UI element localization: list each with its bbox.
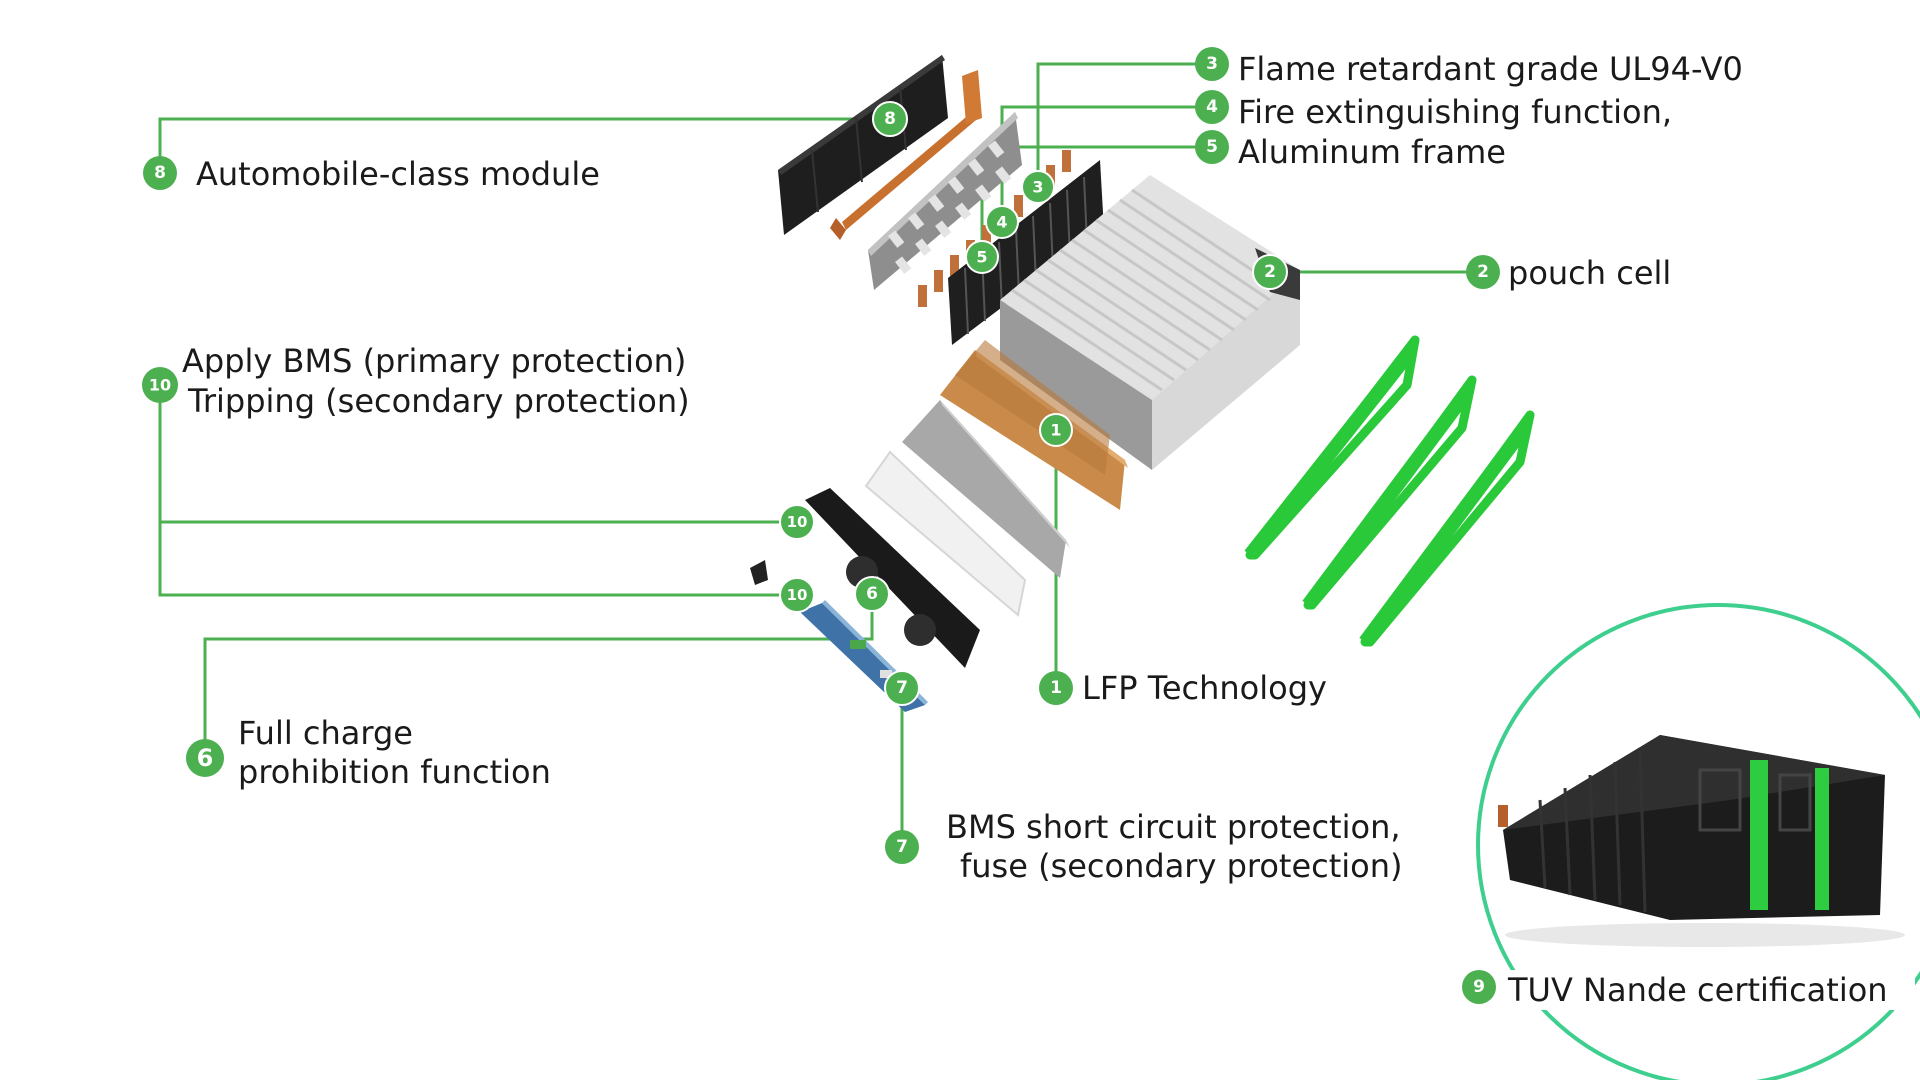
svg-text:4: 4 xyxy=(1206,97,1218,117)
copper-plate-part xyxy=(940,340,1128,510)
badge-10-part-b: 10 xyxy=(779,577,815,613)
label-bms-short-circuit: BMS short circuit protection, xyxy=(946,808,1401,846)
svg-text:5: 5 xyxy=(976,248,987,267)
svg-text:8: 8 xyxy=(884,109,896,129)
certification-inset xyxy=(1445,603,1920,1080)
svg-text:7: 7 xyxy=(896,678,908,698)
svg-text:10: 10 xyxy=(149,376,171,395)
label-aluminum-frame: Aluminum frame xyxy=(1238,133,1506,171)
svg-text:6: 6 xyxy=(866,584,878,604)
label-prohibition-function: prohibition function xyxy=(238,753,551,791)
label-fire-extinguishing: Fire extinguishing function, xyxy=(1238,93,1672,131)
badge-4-label: 4 xyxy=(1195,90,1229,124)
module-cover-part xyxy=(778,55,982,240)
label-automobile-class-module: Automobile-class module xyxy=(196,155,600,193)
badge-6-part: 6 xyxy=(854,576,890,612)
svg-text:6: 6 xyxy=(197,744,214,772)
svg-text:10: 10 xyxy=(787,513,808,531)
svg-text:2: 2 xyxy=(1477,262,1489,282)
label-pouch-cell: pouch cell xyxy=(1508,254,1671,292)
svg-text:9: 9 xyxy=(1473,977,1485,997)
leader-lines xyxy=(158,62,1483,847)
svg-text:7: 7 xyxy=(896,837,908,857)
leader-6 xyxy=(203,594,874,758)
svg-text:5: 5 xyxy=(1206,137,1218,157)
insulation-sheet-part xyxy=(864,450,1027,617)
badge-3-part: 3 xyxy=(1021,170,1055,204)
bms-bracket-part xyxy=(750,488,980,668)
labels: Flame retardant grade UL94-V0 Fire extin… xyxy=(182,50,1888,1009)
badge-10-part-a: 10 xyxy=(779,504,815,540)
badge-8-label: 8 xyxy=(143,156,177,190)
badge-2-label: 2 xyxy=(1466,255,1500,289)
svg-text:1: 1 xyxy=(1050,678,1062,698)
badge-4-part: 4 xyxy=(985,205,1019,239)
leader-8 xyxy=(158,117,890,173)
badge-5-label: 5 xyxy=(1195,130,1229,164)
badge-2-part: 2 xyxy=(1252,254,1288,290)
badge-8-part: 8 xyxy=(872,101,908,137)
label-fuse-secondary: fuse (secondary protection) xyxy=(960,847,1403,885)
badge-5-part: 5 xyxy=(965,240,999,274)
svg-text:2: 2 xyxy=(1264,262,1276,282)
svg-text:1: 1 xyxy=(1050,421,1061,440)
label-apply-bms: Apply BMS (primary protection) xyxy=(182,342,686,380)
label-full-charge: Full charge xyxy=(238,714,413,752)
aluminum-plate-part xyxy=(868,112,1022,290)
svg-text:3: 3 xyxy=(1032,178,1043,197)
badges: 1 1 2 2 3 3 4 4 5 5 6 6 7 7 8 8 9 10 10 … xyxy=(142,47,1500,1004)
grey-plate-part xyxy=(902,400,1070,578)
badge-1-part: 1 xyxy=(1039,413,1073,447)
svg-text:4: 4 xyxy=(996,213,1007,232)
svg-text:10: 10 xyxy=(787,586,808,604)
green-ring-parts xyxy=(1244,335,1535,647)
badge-7-label: 7 xyxy=(885,830,919,864)
leader-4 xyxy=(1000,105,1212,222)
label-lfp-technology: LFP Technology xyxy=(1082,669,1327,707)
badge-6-label: 6 xyxy=(186,739,224,777)
badge-10-label: 10 xyxy=(142,367,178,403)
badge-1-label: 1 xyxy=(1039,671,1073,705)
label-flame-retardant: Flame retardant grade UL94-V0 xyxy=(1238,50,1743,88)
badge-3-label: 3 xyxy=(1195,47,1229,81)
leader-10b xyxy=(158,385,797,597)
label-tripping: Tripping (secondary protection) xyxy=(187,382,690,420)
badge-9-label: 9 xyxy=(1462,970,1496,1004)
label-tuv-certification: TUV Nande certification xyxy=(1507,971,1888,1009)
svg-text:3: 3 xyxy=(1206,54,1218,74)
badge-7-part: 7 xyxy=(884,670,920,706)
svg-text:8: 8 xyxy=(154,163,166,183)
